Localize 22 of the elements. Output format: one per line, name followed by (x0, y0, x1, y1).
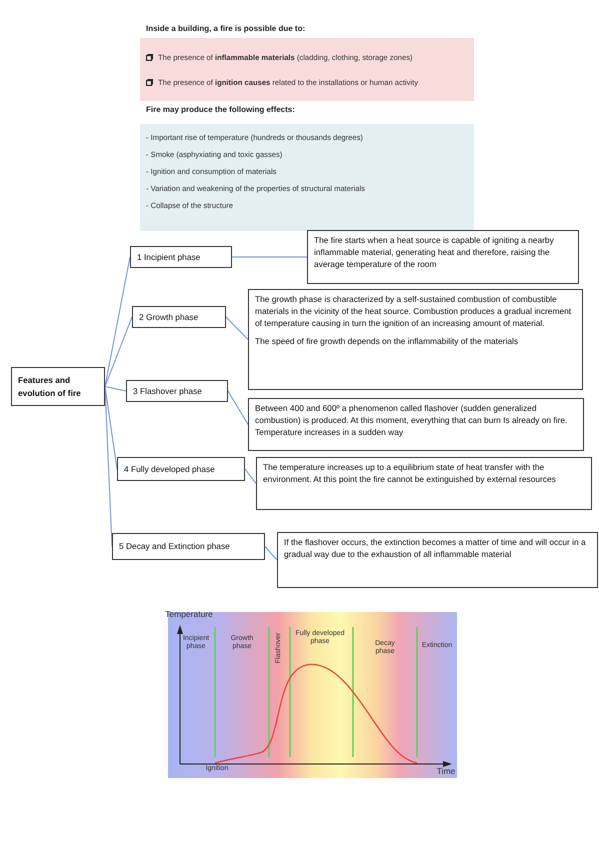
phase-box: 2 Growth phase (132, 306, 226, 328)
section-heading: Fire may produce the following effects: (146, 105, 295, 114)
description-box: Between 400 and 600º a phenomenon called flashover (sudden generalized combustion) is produced. At this moment, everything that can burn Is already on fire. Temperature increases in a sudden way (248, 398, 584, 451)
axis-label: Time (436, 767, 456, 776)
connector-line (232, 256, 308, 258)
connector-line (244, 468, 256, 484)
connector-line (264, 546, 278, 560)
axis-label: Temperature (165, 610, 213, 620)
phase-box: 5 Decay and Extinction phase (112, 533, 265, 560)
phase-box: 4 Fully developed phase (117, 457, 245, 481)
section-heading: Inside a building, a fire is possible due to: (146, 24, 306, 33)
description-box: The temperature increases up to a equilibrium state of heat transfer with the environment. At this point the fire cannot be extinguished by external resources (256, 457, 592, 510)
description-box: If the flashover occurs, the extinction becomes a matter of time and will occur in a gradual way due to the exhaustion of all inflammable material (277, 532, 598, 588)
connector-line (228, 390, 248, 425)
description-box: The growth phase is characterized by a self-sustained combustion of combustible materials in the vicinity of the heat source. Combustion produces a gradual increment of temperature causing in turn the ignition of an increasing amount of material. The speed of fire growth depends on the inflammability of the materials (248, 289, 583, 390)
connector-line (226, 316, 248, 340)
connector-line (104, 386, 126, 392)
phase-box: 1 Incipient phase (130, 246, 232, 268)
connector-line (104, 316, 132, 387)
phase-box: 3 Flashover phase (126, 380, 228, 402)
topic-box: Features and evolution of fire (11, 367, 105, 406)
description-box: The fire starts when a heat source is capable of igniting a nearby inflammable material, generating heat and therefore, raising the average temperature of the room (307, 230, 579, 284)
